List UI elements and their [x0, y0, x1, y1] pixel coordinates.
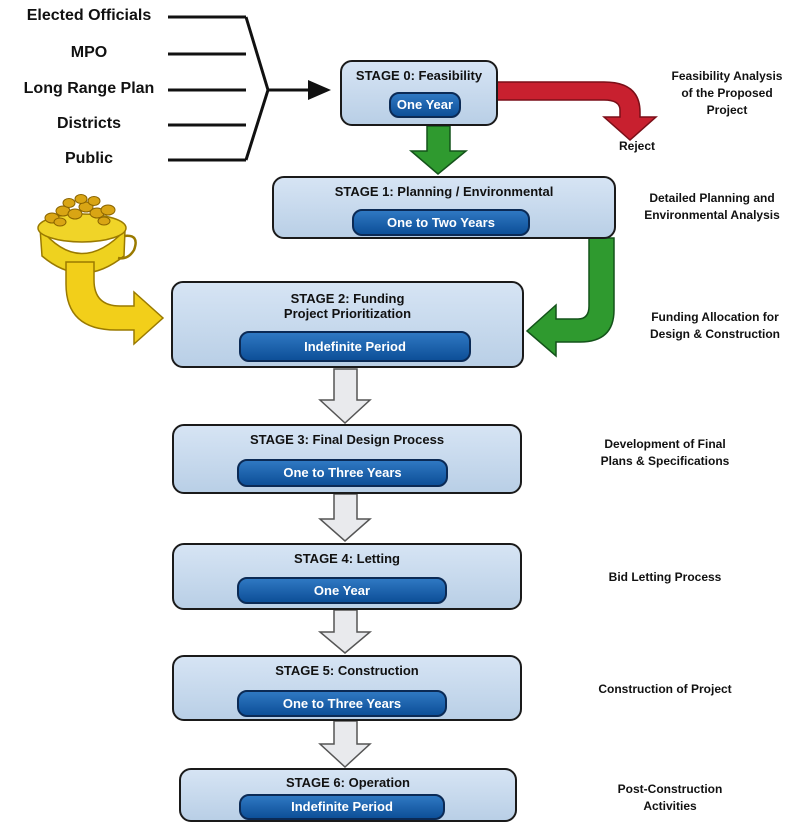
stage-5-box: STAGE 5: Construction One to Three Years — [172, 655, 522, 721]
stage-6-duration: Indefinite Period — [239, 794, 445, 820]
stage-0-duration: One Year — [389, 92, 461, 118]
green-arrow-stage0-to-stage1 — [408, 125, 469, 175]
down-arrow-stage3-to-stage4 — [318, 493, 372, 542]
source-long-range-plan: Long Range Plan — [23, 80, 155, 97]
stage-0-title: STAGE 0: Feasibility — [355, 68, 483, 83]
funding-pot-icon — [37, 194, 137, 274]
stage-0-description: Feasibility Analysis of the Proposed Pro… — [671, 69, 783, 117]
source-connectors — [168, 15, 312, 162]
stage-1-title: STAGE 1: Planning / Environmental — [334, 184, 554, 199]
stage-4-box: STAGE 4: Letting One Year — [172, 543, 522, 610]
stage-1-description: Detailed Planning and Environmental Anal… — [644, 191, 780, 222]
stage-6-description: Post-Construction Activities — [617, 782, 723, 813]
reject-label: Reject — [618, 139, 656, 153]
stage-2-box: STAGE 2: Funding Project Prioritization … — [171, 281, 524, 368]
funnel-arrowhead — [308, 80, 331, 100]
stage-4-title: STAGE 4: Letting — [294, 551, 400, 566]
green-arrow-stage1-to-stage2 — [525, 237, 615, 358]
source-districts: Districts — [56, 115, 122, 132]
stage-5-duration: One to Three Years — [237, 690, 447, 717]
stage-3-box: STAGE 3: Final Design Process One to Thr… — [172, 424, 522, 494]
source-elected-officials: Elected Officials — [26, 7, 152, 24]
reject-arrow — [496, 81, 658, 142]
stage-1-duration: One to Two Years — [352, 209, 530, 236]
stage-3-description: Development of Final Plans & Specificati… — [600, 437, 730, 468]
stage-2-duration: Indefinite Period — [239, 331, 471, 362]
stage-6-title: STAGE 6: Operation — [286, 775, 410, 790]
stage-0-box: STAGE 0: Feasibility One Year — [340, 60, 498, 126]
stage-3-title: STAGE 3: Final Design Process — [249, 432, 445, 447]
source-public: Public — [64, 150, 113, 167]
stage-3-duration: One to Three Years — [237, 459, 448, 487]
stage-6-box: STAGE 6: Operation Indefinite Period — [179, 768, 517, 822]
down-arrow-stage2-to-stage3 — [318, 368, 372, 425]
down-arrow-stage4-to-stage5 — [317, 609, 373, 654]
stage-4-duration: One Year — [237, 577, 447, 604]
down-arrow-stage5-to-stage6 — [318, 720, 372, 769]
stage-5-title: STAGE 5: Construction — [275, 663, 419, 678]
funding-arrow — [65, 261, 165, 346]
source-mpo: MPO — [70, 44, 108, 61]
stage-2-description: Funding Allocation for Design & Construc… — [649, 310, 780, 341]
stage-2-title: STAGE 2: Funding Project Prioritization — [283, 291, 412, 321]
stage-4-description: Bid Letting Process — [608, 570, 722, 584]
stage-5-description: Construction of Project — [598, 682, 732, 696]
stage-1-box: STAGE 1: Planning / Environmental One to… — [272, 176, 616, 239]
